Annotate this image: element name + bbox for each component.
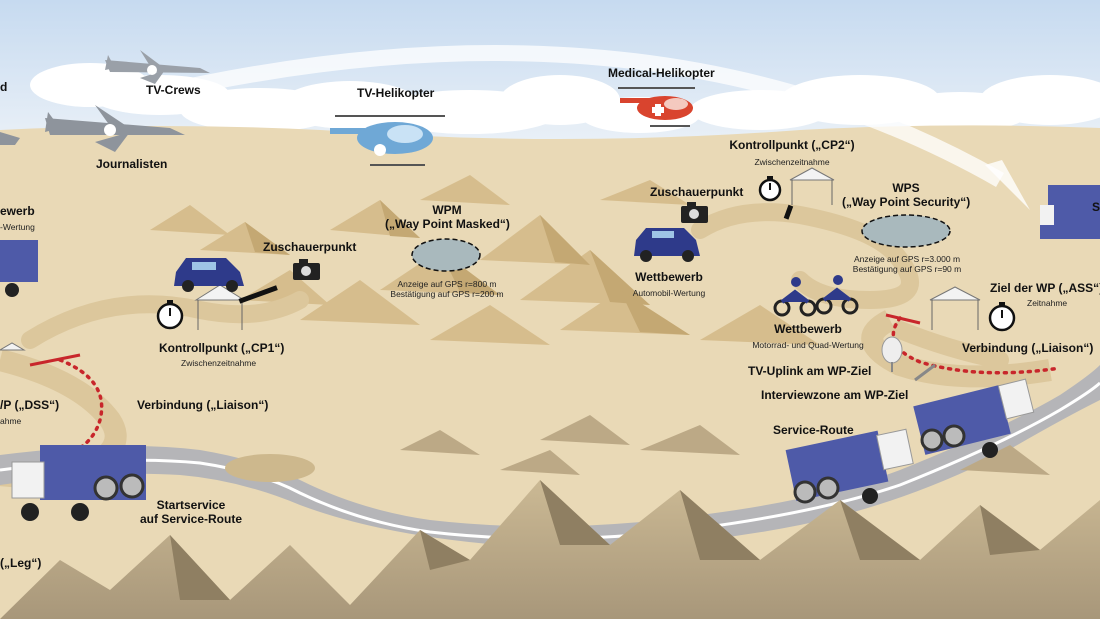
label-cp1: Kontrollpunkt („CP1“) [159, 341, 285, 355]
cp2-title: Kontrollpunkt („CP2“) [729, 138, 855, 152]
startservice-line-2: auf Service-Route [139, 512, 243, 526]
service-road [0, 365, 1100, 548]
wpm-note-1: Anzeige auf GPS r=800 m [397, 279, 497, 289]
truck-icon [785, 428, 914, 504]
wpm-note-2: Bestätigung auf GPS r=200 m [390, 289, 504, 299]
helicopter-icon [330, 115, 445, 166]
camera-icon [681, 202, 708, 223]
cp2-sub: Zwischenzeitnahme [754, 157, 830, 167]
label-wettbewerb-auto: Wettbewerb [635, 270, 703, 284]
dune-shadows [245, 200, 690, 335]
truck-icon [0, 240, 38, 297]
ass-line [885, 313, 921, 325]
dunes [150, 175, 820, 345]
wps-note-1: Anzeige auf GPS r=3.000 m [853, 254, 961, 264]
tent-icon [789, 167, 835, 205]
wps-note-2: Bestätigung auf GPS r=90 m [852, 264, 962, 274]
label-tv-helikopter: TV-Helikopter [357, 86, 435, 100]
airplane-icon [45, 105, 185, 152]
startservice-line-1: Startservice [156, 498, 226, 512]
motorbike-icon [773, 277, 817, 317]
truck-icon [11, 445, 146, 521]
cp1-sub: Zwischenzeitnahme [181, 358, 257, 368]
satellite-dish-icon [881, 336, 936, 382]
label-left-dss: /P („DSS“) [0, 398, 60, 412]
label-interviewzone: Interviewzone am WP-Ziel [761, 388, 909, 402]
cp2-line [783, 204, 794, 220]
label-wettbewerb-moto: Wettbewerb [774, 322, 842, 336]
label-tv-uplink: TV-Uplink am WP-Ziel [748, 364, 872, 378]
wps-title: WPS [892, 181, 920, 195]
label-cp2: Kontrollpunkt („CP2“) [725, 138, 859, 152]
tent-icon [929, 286, 981, 330]
label-left-ahme: ahme [0, 416, 22, 426]
wpm-full: („Way Point Masked“) [385, 217, 510, 231]
wettbewerb-auto-sub: Automobil-Wertung [632, 288, 706, 298]
car-icon [174, 258, 244, 292]
wps-notes: Anzeige auf GPS r=3.000 m Bestätigung au… [842, 254, 972, 274]
flight-path-arrow [148, 45, 1004, 187]
flight-path-arrowhead [985, 160, 1030, 210]
label-right-s: S [1092, 200, 1100, 214]
label-verbindung-left: Verbindung („Liaison“) [137, 398, 269, 412]
label-zuschauerpunkt-2: Zuschauerpunkt [650, 185, 744, 199]
label-left-wertung: -Wertung [0, 222, 35, 232]
camera-icon [293, 259, 320, 280]
label-medical-helikopter: Medical-Helikopter [608, 66, 715, 80]
wps-full: („Way Point Security“) [842, 195, 971, 209]
motorbike-icon [815, 275, 859, 315]
label-service-route: Service-Route [773, 423, 854, 437]
label-zuschauerpunkt-1: Zuschauerpunkt [263, 240, 357, 254]
label-wps: WPS („Way Point Security“) [842, 181, 970, 209]
wps-zone [861, 214, 951, 248]
helicopter-icon [618, 87, 695, 127]
wettbewerb-moto-sub: Motorrad- und Quad-Wertung [752, 340, 864, 350]
stopwatch-icon [758, 176, 782, 202]
label-verbindung-right: Verbindung („Liaison“) [962, 341, 1094, 355]
cp1-line [238, 285, 278, 304]
gravel-patch [225, 454, 315, 482]
mountains [0, 415, 1100, 619]
airplane-icon [0, 132, 20, 145]
tent-icon [194, 284, 246, 330]
label-left-d: d [0, 80, 8, 94]
truck-icon [1040, 185, 1100, 239]
liaison-route-right [891, 316, 1062, 375]
label-startservice: Startservice auf Service-Route [138, 498, 244, 526]
truck-icon [913, 378, 1035, 458]
liaison-track-right [861, 310, 1052, 388]
car-icon [634, 228, 700, 262]
stopwatch-icon [988, 302, 1016, 332]
tent-icon [0, 342, 26, 351]
wpm-zone [411, 238, 481, 272]
wpm-title: WPM [432, 203, 462, 217]
label-ziel-wp: Ziel der WP („ASS“) [990, 281, 1100, 295]
stopwatch-icon [156, 300, 184, 330]
dss-line [29, 353, 81, 367]
wpm-notes: Anzeige auf GPS r=800 m Bestätigung auf … [380, 279, 514, 299]
label-left-bewerb: ewerb [0, 204, 35, 218]
airplane-icon [105, 50, 210, 84]
label-left-leg: („Leg“) [0, 556, 42, 570]
label-journalisten: Journalisten [96, 157, 168, 171]
label-wpm: WPM („Way Point Masked“) [385, 203, 510, 231]
label-tv-crews: TV-Crews [146, 83, 201, 97]
ziel-wp-sub: Zeitnahme [1027, 298, 1068, 308]
